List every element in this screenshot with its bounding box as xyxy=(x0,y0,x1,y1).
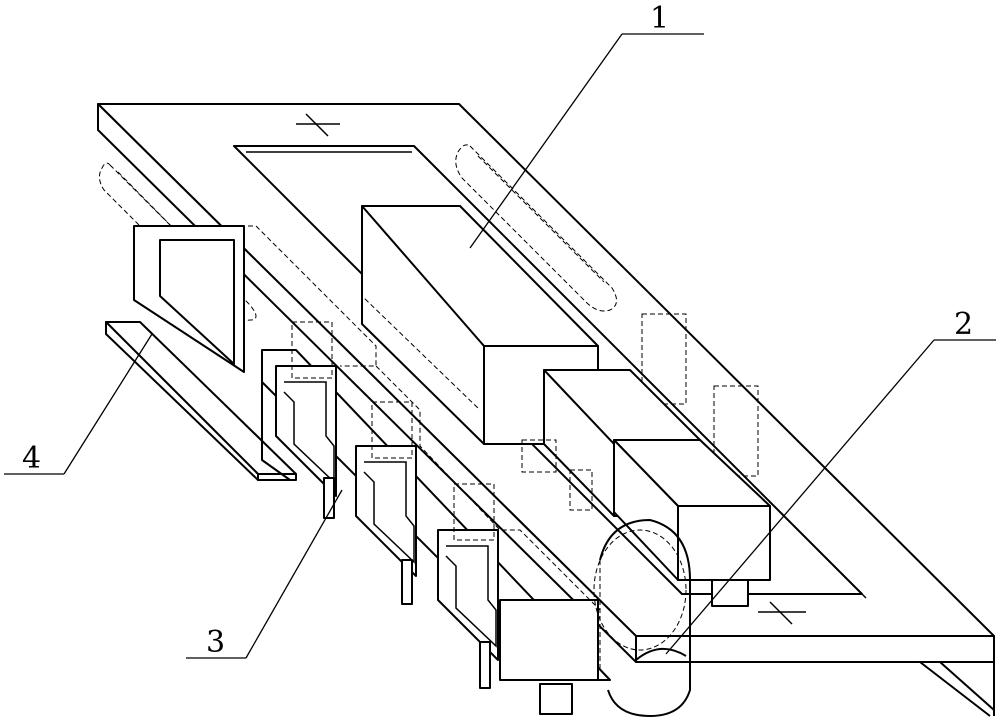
cross-mark-top-d xyxy=(305,113,329,137)
terminal-2-clip xyxy=(363,461,415,564)
plate-flange xyxy=(939,661,995,711)
terminal-3-clip xyxy=(445,545,497,648)
flange-edge xyxy=(919,661,991,717)
tab-1 xyxy=(291,321,333,379)
cylinder-body xyxy=(599,519,691,717)
slot-left xyxy=(98,162,257,321)
terminal-row xyxy=(261,313,759,715)
hidden-line-3 xyxy=(375,365,601,611)
tab-3 xyxy=(453,483,495,541)
callouts: 1 2 3 4 xyxy=(4,1,996,660)
relay-assembly xyxy=(160,205,771,611)
cylinder-component xyxy=(593,519,691,717)
terminal-1-pin xyxy=(323,477,335,519)
leader-3 xyxy=(245,489,343,659)
circuit-board xyxy=(105,225,297,481)
terminal-2-pin xyxy=(401,559,413,605)
label-3: 3 xyxy=(206,625,225,660)
leader-1 xyxy=(469,33,623,249)
leader-2 xyxy=(665,339,935,655)
hidden-line-1 xyxy=(361,294,481,411)
housing-edge xyxy=(261,382,291,481)
window-inner-edge-2 xyxy=(413,145,867,599)
label-1: 1 xyxy=(650,1,669,36)
leader-4 xyxy=(63,333,153,475)
cross-mark-bottom-d xyxy=(769,601,793,625)
hidden-line-2 xyxy=(160,225,377,367)
part4-block-inner xyxy=(159,239,235,365)
terminal-3 xyxy=(437,529,499,661)
terminal-1-clip xyxy=(283,381,335,484)
hidden-foot-2 xyxy=(569,469,593,511)
slot-right xyxy=(455,144,617,312)
terminal-block-end xyxy=(499,599,599,681)
hidden-foot-1 xyxy=(521,439,557,473)
terminal-3-pin xyxy=(479,641,491,689)
terminal-2 xyxy=(355,445,417,577)
slot-right-inner xyxy=(477,155,605,283)
block3-front xyxy=(677,505,771,581)
cylinder-back-end xyxy=(593,529,687,651)
tab-2 xyxy=(371,401,413,459)
label-2: 2 xyxy=(954,307,973,342)
terminal-end-pin xyxy=(539,683,573,715)
label-4: 4 xyxy=(22,441,41,476)
cylinder-front-rim xyxy=(635,648,687,661)
